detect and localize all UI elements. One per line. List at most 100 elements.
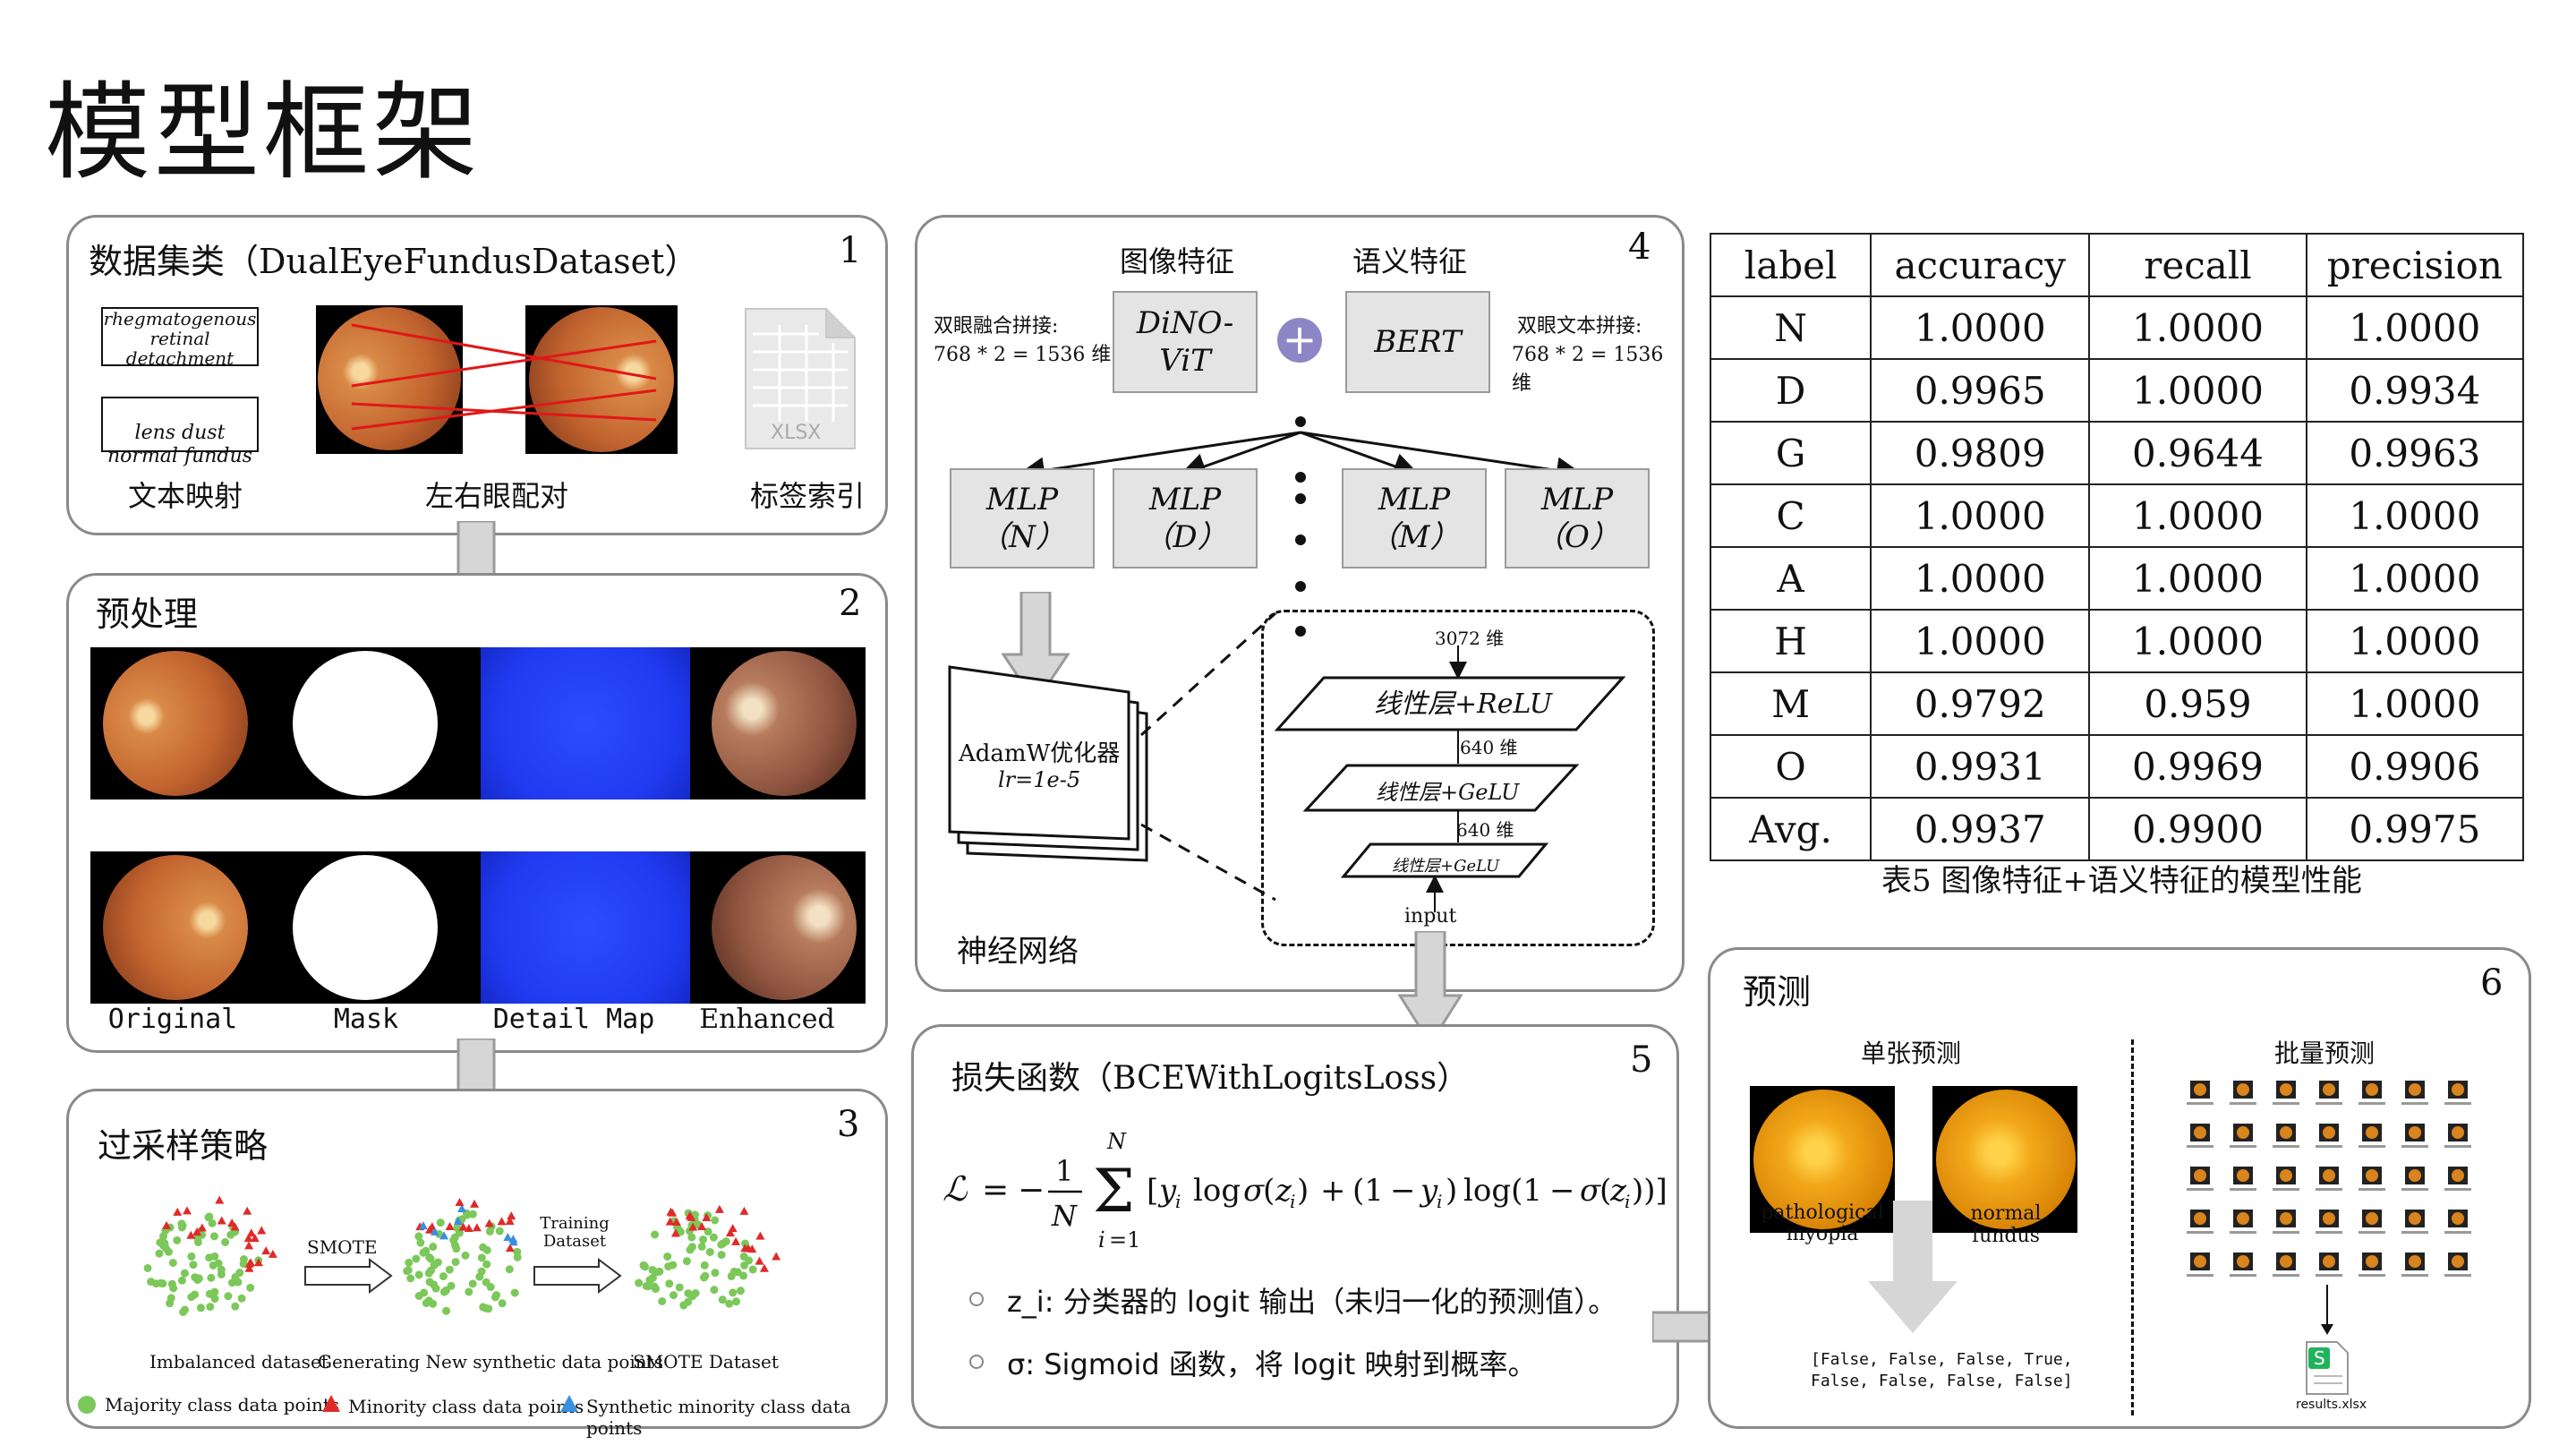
batch-thumbnail bbox=[2444, 1081, 2471, 1105]
majority-point bbox=[741, 1239, 750, 1248]
majority-point bbox=[239, 1260, 248, 1269]
table-header-cell: label bbox=[1709, 233, 1872, 297]
oversampling-title: 过采样策略 bbox=[98, 1126, 269, 1166]
predict-panel: 预测 6 单张预测 批量预测 pathological myopia norma… bbox=[1708, 947, 2531, 1429]
majority-point bbox=[191, 1290, 200, 1299]
majority-point bbox=[207, 1273, 216, 1282]
minority-point bbox=[670, 1228, 680, 1237]
table-cell: N bbox=[1709, 295, 1872, 360]
preprocess-row-1 bbox=[90, 647, 866, 799]
majority-point bbox=[424, 1269, 433, 1278]
svg-text:N: N bbox=[1051, 1199, 1078, 1233]
legend-majority: Majority class data points bbox=[105, 1394, 340, 1415]
majority-point bbox=[205, 1289, 214, 1298]
majority-point bbox=[653, 1268, 661, 1277]
synthetic-point bbox=[418, 1221, 428, 1230]
pred-image-1 bbox=[1750, 1086, 1895, 1233]
minority-point bbox=[697, 1222, 707, 1231]
minority-point bbox=[250, 1234, 260, 1243]
svg-text:y: y bbox=[1419, 1173, 1438, 1209]
table-cell: 0.9934 bbox=[2305, 358, 2525, 423]
majority-point bbox=[736, 1287, 745, 1295]
svg-text:i: i bbox=[1625, 1191, 1630, 1212]
majority-point bbox=[482, 1304, 490, 1312]
svg-text:))]: ))] bbox=[1632, 1173, 1666, 1209]
majority-point bbox=[214, 1259, 223, 1268]
divider-line bbox=[2131, 1039, 2134, 1415]
panel-number-5: 5 bbox=[1630, 1039, 1653, 1081]
loss-title: 损失函数（BCEWithLogitsLoss） bbox=[951, 1060, 1470, 1097]
minority-point bbox=[497, 1217, 507, 1226]
preprocess-title: 预处理 bbox=[96, 594, 199, 634]
bullet-2-text: σ: Sigmoid 函数，将 logit 映射到概率。 bbox=[1007, 1347, 1537, 1381]
majority-point bbox=[158, 1279, 167, 1288]
layer-1-label: 线性层+ReLU bbox=[1374, 688, 1553, 720]
table-cell: 0.9965 bbox=[1870, 358, 2091, 423]
minority-point bbox=[507, 1211, 516, 1220]
synthetic-point bbox=[457, 1204, 467, 1213]
majority-point bbox=[180, 1269, 189, 1278]
majority-point bbox=[710, 1286, 719, 1295]
majority-point bbox=[221, 1237, 230, 1246]
svg-text:): ) bbox=[1297, 1173, 1309, 1209]
minority-point bbox=[227, 1218, 237, 1227]
page-title: 模型框架 bbox=[45, 71, 482, 194]
table-cell: 1.0000 bbox=[2088, 483, 2307, 548]
minority-point bbox=[243, 1234, 253, 1243]
table-cell: 0.9963 bbox=[2305, 421, 2525, 485]
nn-detail-box bbox=[1261, 610, 1655, 946]
majority-point bbox=[475, 1272, 484, 1281]
majority-point bbox=[187, 1252, 196, 1261]
table-cell: 1.0000 bbox=[2088, 295, 2307, 360]
majority-point bbox=[709, 1233, 718, 1242]
batch-thumbnail bbox=[2401, 1167, 2428, 1191]
minority-point bbox=[505, 1244, 515, 1253]
batch-thumbnail-grid bbox=[2187, 1081, 2512, 1322]
majority-point bbox=[721, 1237, 730, 1246]
majority-point bbox=[426, 1254, 435, 1263]
table-cell: 1.0000 bbox=[1870, 609, 2091, 673]
minority-point bbox=[173, 1207, 183, 1216]
table-cell: 0.9975 bbox=[2305, 797, 2525, 861]
image-feature-label: 图像特征 bbox=[1120, 244, 1235, 278]
minority-point bbox=[162, 1220, 172, 1229]
zoom-lines bbox=[1139, 611, 1277, 902]
batch-thumbnail bbox=[2230, 1124, 2256, 1148]
majority-point bbox=[404, 1266, 413, 1275]
table-cell: 1.0000 bbox=[2305, 483, 2525, 548]
synthetic-point bbox=[453, 1217, 463, 1226]
table-cell: 1.0000 bbox=[2088, 546, 2307, 611]
bert-box: BERT bbox=[1345, 291, 1490, 393]
loss-formula: ℒ = − 1 N N Σ i =1 [ yi log σ (zi) + (1 … bbox=[943, 1129, 1666, 1253]
single-predict-label: 单张预测 bbox=[1861, 1039, 1962, 1068]
majority-point bbox=[465, 1287, 473, 1296]
svg-text:i: i bbox=[1290, 1191, 1295, 1212]
majority-point bbox=[209, 1232, 218, 1241]
minority-point bbox=[186, 1230, 196, 1239]
batch-thumbnail bbox=[2401, 1081, 2428, 1105]
smote-arrow bbox=[304, 1258, 393, 1294]
loss-panel: 损失函数（BCEWithLogitsLoss） 5 ℒ = − 1 N N Σ … bbox=[911, 1024, 1679, 1429]
table-cell: 1.0000 bbox=[2305, 609, 2525, 673]
batch-thumbnail bbox=[2230, 1210, 2256, 1234]
majority-point bbox=[748, 1265, 757, 1274]
legend-majority-marker bbox=[78, 1396, 96, 1414]
optimizer-stack bbox=[948, 665, 1148, 862]
xlsx-file-icon: XLSX bbox=[744, 307, 857, 450]
majority-point bbox=[179, 1307, 188, 1316]
caption-smote-dataset: SMOTE Dataset bbox=[633, 1351, 779, 1372]
optimizer-label: AdamW优化器 bbox=[959, 740, 1121, 767]
svg-text:y: y bbox=[1157, 1173, 1177, 1209]
svg-text:): ) bbox=[1446, 1173, 1457, 1209]
majority-point bbox=[210, 1252, 219, 1261]
batch-thumbnail bbox=[2273, 1081, 2299, 1105]
majority-point bbox=[682, 1257, 691, 1266]
svg-text:−: − bbox=[1390, 1173, 1416, 1209]
majority-point bbox=[482, 1278, 490, 1287]
majority-point bbox=[729, 1267, 738, 1276]
majority-point bbox=[155, 1249, 164, 1258]
